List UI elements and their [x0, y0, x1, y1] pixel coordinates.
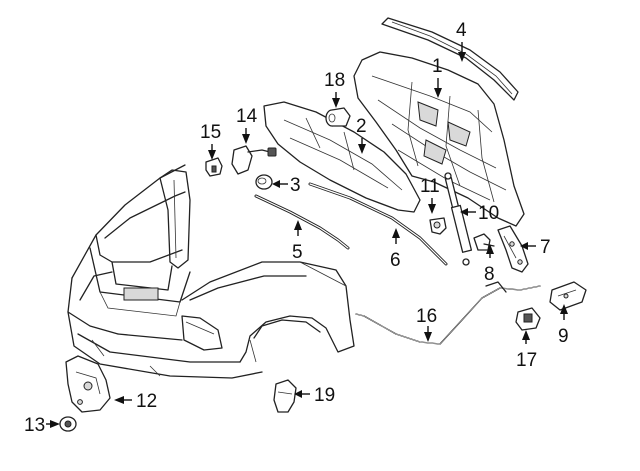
callout-14: 14 — [236, 106, 258, 144]
part-15-clip — [205, 157, 223, 177]
callout-12: 12 — [114, 391, 157, 412]
callout-4: 4 — [456, 20, 467, 62]
callout-number: 8 — [484, 264, 495, 285]
callout-16: 16 — [416, 306, 437, 342]
vehicle-front-body — [67, 164, 355, 379]
callout-15: 15 — [200, 122, 221, 160]
callout-number: 18 — [324, 70, 345, 91]
callout-10: 10 — [460, 203, 499, 224]
callout-9: 9 — [558, 304, 569, 347]
callout-6: 6 — [390, 228, 401, 271]
part-5-seal — [254, 194, 350, 250]
callout-number: 13 — [24, 415, 45, 436]
callout-number: 16 — [416, 306, 437, 327]
callout-number: 14 — [236, 106, 258, 127]
part-6-seal — [308, 182, 448, 266]
callout-3: 3 — [272, 175, 301, 196]
part-7-hinge — [497, 225, 529, 273]
callout-8: 8 — [484, 244, 495, 285]
part-8-bolt — [473, 233, 495, 251]
callout-19: 19 — [294, 385, 335, 406]
callout-number: 5 — [292, 242, 303, 263]
callout-18: 18 — [324, 70, 345, 108]
part-10-gas-strut — [444, 172, 473, 266]
callout-11: 11 — [420, 176, 440, 214]
callout-5: 5 — [292, 220, 303, 263]
callout-number: 7 — [540, 237, 551, 258]
callout-number: 9 — [558, 326, 569, 347]
part-16-cable — [355, 281, 541, 345]
callout-number: 2 — [356, 116, 367, 137]
callout-number: 17 — [516, 350, 537, 371]
part-12-latch — [65, 355, 111, 413]
callout-2: 2 — [356, 116, 367, 154]
part-1-hood — [353, 51, 525, 227]
callout-7: 7 — [520, 237, 551, 258]
callout-number: 6 — [390, 250, 401, 271]
callout-number: 11 — [420, 176, 440, 197]
part-19-bracket — [273, 379, 297, 413]
part-17-connector — [515, 307, 541, 331]
part-18-bumper — [325, 107, 351, 127]
part-9-striker — [549, 281, 587, 311]
callout-1: 1 — [432, 56, 443, 98]
part-14-release-handle — [231, 145, 277, 175]
callouts: 1 2 3 4 5 6 — [24, 20, 569, 436]
callout-number: 3 — [290, 175, 301, 196]
callout-number: 19 — [314, 385, 335, 406]
part-13-bolt — [59, 416, 77, 432]
callout-17: 17 — [516, 330, 537, 371]
callout-number: 10 — [478, 203, 499, 224]
callout-number: 12 — [136, 391, 157, 412]
part-4-hood-seal — [381, 17, 519, 101]
callout-number: 4 — [456, 20, 467, 41]
part-3-plug — [255, 174, 273, 190]
callout-number: 15 — [200, 122, 221, 143]
part-11-ball-stud — [429, 217, 447, 235]
callout-13: 13 — [24, 415, 60, 436]
callout-number: 1 — [432, 56, 443, 77]
